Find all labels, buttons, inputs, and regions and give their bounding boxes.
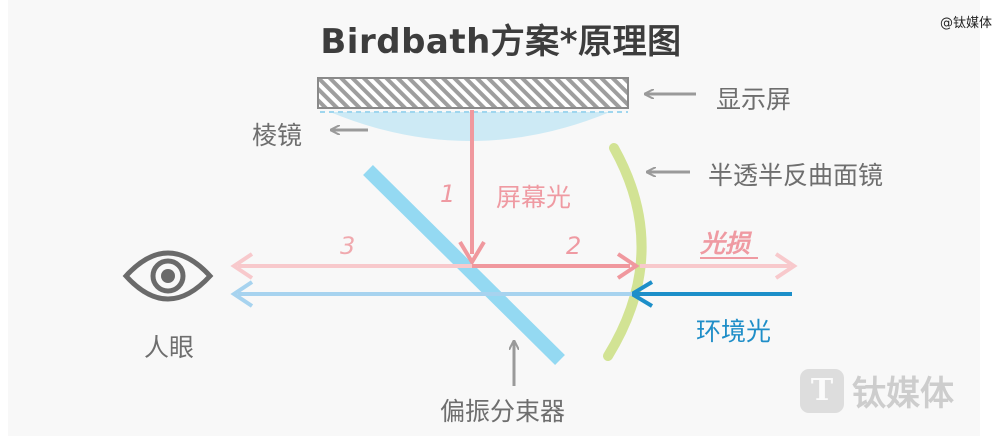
- eye-label: 人眼: [144, 333, 195, 362]
- eye-icon: [122, 250, 214, 302]
- diagram-panel: [8, 0, 980, 436]
- light-loss-arrowhead: [774, 252, 798, 280]
- brand-watermark: T 钛媒体: [800, 366, 954, 415]
- screen-light-arrowhead-right: [616, 252, 640, 280]
- display-panel: [317, 77, 629, 109]
- reflected-light-arrowhead: [230, 252, 254, 280]
- light-loss-label: 光损: [700, 229, 751, 258]
- brand-watermark-text: 钛媒体: [852, 374, 954, 414]
- mirror-label: 半透半反曲面镜: [708, 161, 884, 190]
- prism-label: 棱镜: [252, 121, 303, 150]
- corner-watermark: @钛媒体: [939, 16, 992, 31]
- brand-logo-icon: T: [800, 368, 844, 413]
- path-number-2: 2: [566, 232, 582, 260]
- path-number-1: 1: [440, 180, 456, 208]
- ambient-faint-arrowhead: [230, 280, 254, 308]
- screen-light-arrowhead-down: [458, 240, 486, 266]
- curved-mirror: [603, 143, 647, 361]
- screen-light-label: 屏幕光: [496, 183, 572, 212]
- diagram-title: Birdbath方案*原理图: [320, 22, 682, 62]
- beam-splitter-label: 偏振分束器: [440, 397, 566, 426]
- display-label: 显示屏: [716, 85, 792, 114]
- path-number-3: 3: [340, 232, 356, 260]
- ambient-light-label: 环境光: [696, 317, 772, 346]
